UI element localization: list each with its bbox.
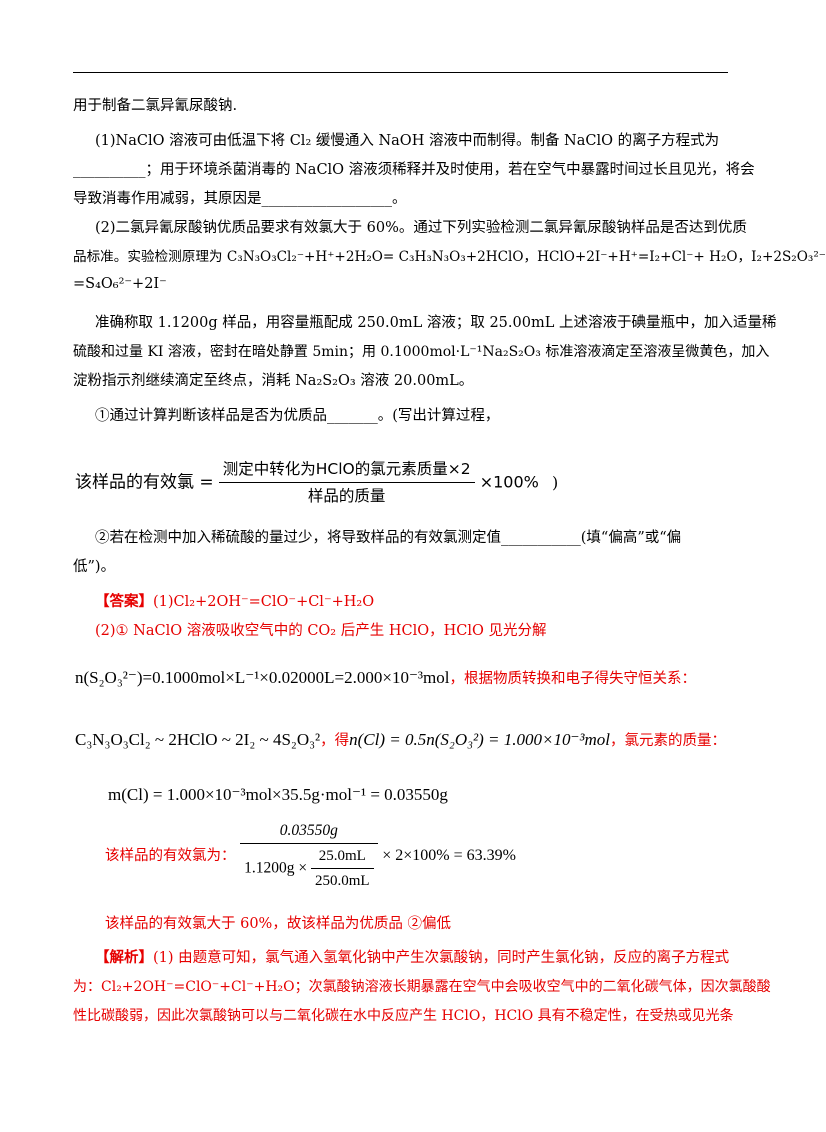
dilution-fraction: 25.0mL 250.0mL (310, 845, 374, 892)
answer-eq-1: n(S₂O₃²⁻)=0.1000mol×L⁻¹×0.02000L=2.000×1… (75, 668, 450, 687)
header-rule (73, 72, 728, 73)
formula-denominator: 样品的质量 (307, 487, 386, 505)
analysis-tag: 【解析】 (95, 949, 153, 966)
answer-eq-3: m(Cl) = 1.000×10⁻³mol×35.5g·mol⁻¹ = 0.03… (108, 785, 448, 804)
effective-label: 该样品的有效氯为： (105, 848, 236, 864)
text-line: 用于制备二氯异氰尿酸钠. (73, 98, 238, 114)
answer-tag: 【答案】 (95, 593, 153, 610)
answer-conclusion: 该样品的有效氯大于 60%，故该样品为优质品 ②偏低 (105, 916, 451, 932)
dilution-denominator: 250.0mL (314, 873, 370, 889)
question-2-line: ①通过计算判断该样品是否为优质品_______。(写出计算过程， (95, 408, 500, 424)
answer-eq-1-tail: ，根据物质转换和电子得失守恒关系： (449, 671, 696, 687)
question-2-line: =S₄O₆²⁻+2I⁻ (73, 276, 167, 292)
answer-eq-2-tail: ，氯元素的质量： (610, 733, 727, 749)
analysis-text-3: 性比碳酸弱，因此次氯酸钠可以与二氧化碳在水中反应产生 HClO，HClO 具有不… (73, 1008, 734, 1024)
question-2-line: 硫酸和过量 KI 溶液，密封在暗处静置 5min；用 0.1000mol·L⁻¹… (73, 344, 770, 360)
question-1-line: (1)NaClO 溶液可由低温下将 Cl₂ 缓慢通入 NaOH 溶液中而制得。制… (95, 133, 720, 149)
effective-numerator: 0.03550g (240, 820, 378, 844)
effective-chlorine-formula: 该样品的有效氯 = 测定中转化为HClO的氯元素质量×2 样品的质量 ×100%… (75, 457, 558, 508)
question-2-line: 准确称取 1.1200g 样品，用容量瓶配成 250.0mL 溶液；取 25.0… (95, 315, 777, 331)
formula-fraction: 测定中转化为HClO的氯元素质量×2 样品的质量 (218, 457, 475, 508)
question-2-line: 淀粉指示剂继续滴定至终点，消耗 Na₂S₂O₃ 溶液 20.00mL。 (73, 373, 474, 389)
effective-denominator-mass: 1.1200g × (244, 859, 308, 877)
question-2-line: ②若在检测中加入稀硫酸的量过少，将导致样品的有效氯测定值___________(… (95, 530, 682, 546)
answer-eq-1-line: n(S₂O₃²⁻)=0.1000mol×L⁻¹×0.02000L=2.000×1… (75, 666, 696, 691)
effective-fraction: 0.03550g 1.1200g × 25.0mL 250.0mL (240, 820, 378, 892)
answer-eq-2: C₃N₃O₃Cl₂ ~ 2HClO ~ 2I₂ ~ 4S₂O₃² (75, 730, 321, 749)
question-2-line: (2)二氯异氰尿酸钠优质品要求有效氯大于 60%。通过下列实验检测二氯异氰尿酸钠… (95, 220, 747, 236)
formula-close: ) (551, 472, 559, 492)
effective-result: × 2×100% = 63.39% (382, 847, 516, 864)
answer-1: (1)Cl₂+2OH⁻=ClO⁻+Cl⁻+H₂O (153, 594, 375, 610)
effective-denominator: 1.1200g × 25.0mL 250.0mL (240, 844, 377, 892)
answer-2: (2)① NaClO 溶液吸收空气中的 CO₂ 后产生 HClO，HClO 见光… (95, 623, 547, 639)
question-2-line: 低”)。 (73, 559, 116, 575)
answer-eq-2-line: C₃N₃O₃Cl₂ ~ 2HClO ~ 2I₂ ~ 4S₂O₃²，得n(Cl) … (75, 728, 726, 753)
formula-numerator: 测定中转化为HClO的氯元素质量×2 (218, 457, 475, 483)
answer-line: 【答案】(1)Cl₂+2OH⁻=ClO⁻+Cl⁻+H₂O (95, 592, 374, 612)
question-1-line: 导致消毒作用减弱，其原因是__________________。 (73, 191, 407, 207)
answer-effective-chlorine: 该样品的有效氯为： 0.03550g 1.1200g × 25.0mL 250.… (105, 820, 516, 892)
question-1-line: __________；用于环境杀菌消毒的 NaClO 溶液须稀释并及时使用，若在… (73, 162, 755, 178)
dilution-numerator: 25.0mL (310, 845, 374, 869)
answer-eq-2-mid: ，得 (320, 733, 350, 749)
analysis-text-2: 为：Cl₂+2OH⁻=ClO⁻+Cl⁻+H₂O；次氯酸钠溶液长期暴露在空气中会吸… (73, 979, 771, 995)
question-2-line: 品标准。实验检测原理为 C₃N₃O₃Cl₂⁻+H⁺+2H₂O= C₃H₃N₃O₃… (73, 249, 826, 265)
formula-tail: ×100% (479, 472, 539, 492)
formula-lhs: 该样品的有效氯 = (75, 472, 214, 493)
answer-eq-2b: n(Cl) = 0.5n(S₂O₃²) = 1.000×10⁻³mol (349, 730, 611, 749)
analysis-text-1: (1) 由题意可知，氯气通入氢氧化钠中产生次氯酸钠，同时产生氯化钠，反应的离子方… (153, 950, 730, 966)
analysis-line: 【解析】(1) 由题意可知，氯气通入氢氧化钠中产生次氯酸钠，同时产生氯化钠，反应… (95, 948, 729, 968)
